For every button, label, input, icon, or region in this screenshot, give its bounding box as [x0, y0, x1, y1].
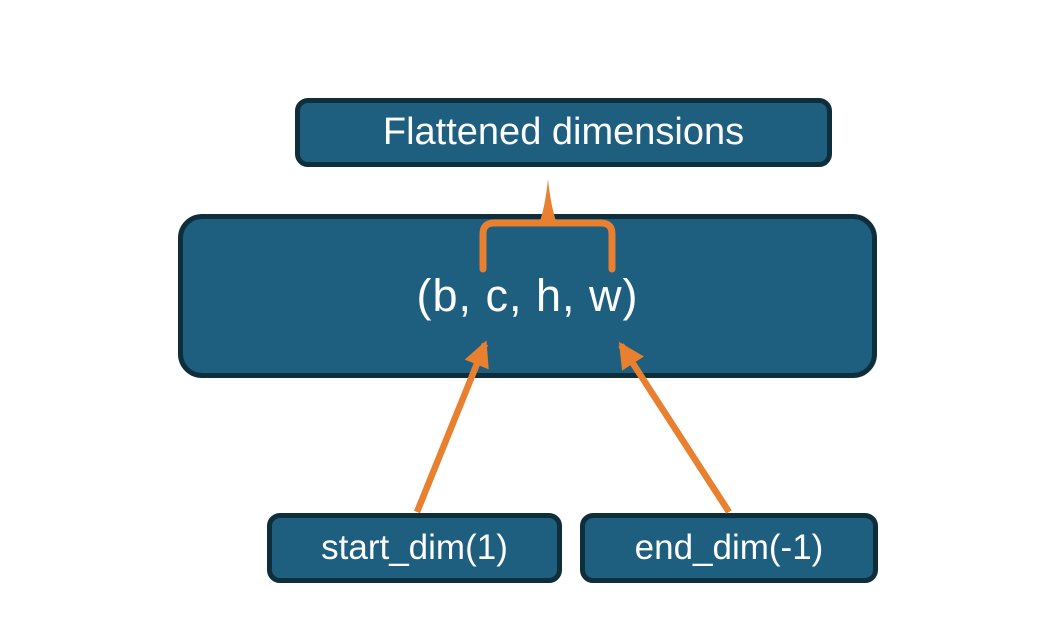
- flattened-dimensions-box: Flattened dimensions: [295, 98, 832, 167]
- flattened-dimensions-label: Flattened dimensions: [382, 111, 745, 153]
- start-dim-label: start_dim(1): [321, 528, 508, 567]
- end-dim-label: end_dim(-1): [634, 528, 824, 567]
- start-dim-box: start_dim(1): [267, 513, 562, 583]
- tensor-shape-label: (b, c, h, w): [416, 270, 639, 321]
- end-dim-box: end_dim(-1): [580, 513, 878, 583]
- tensor-shape-box: (b, c, h, w): [178, 214, 877, 378]
